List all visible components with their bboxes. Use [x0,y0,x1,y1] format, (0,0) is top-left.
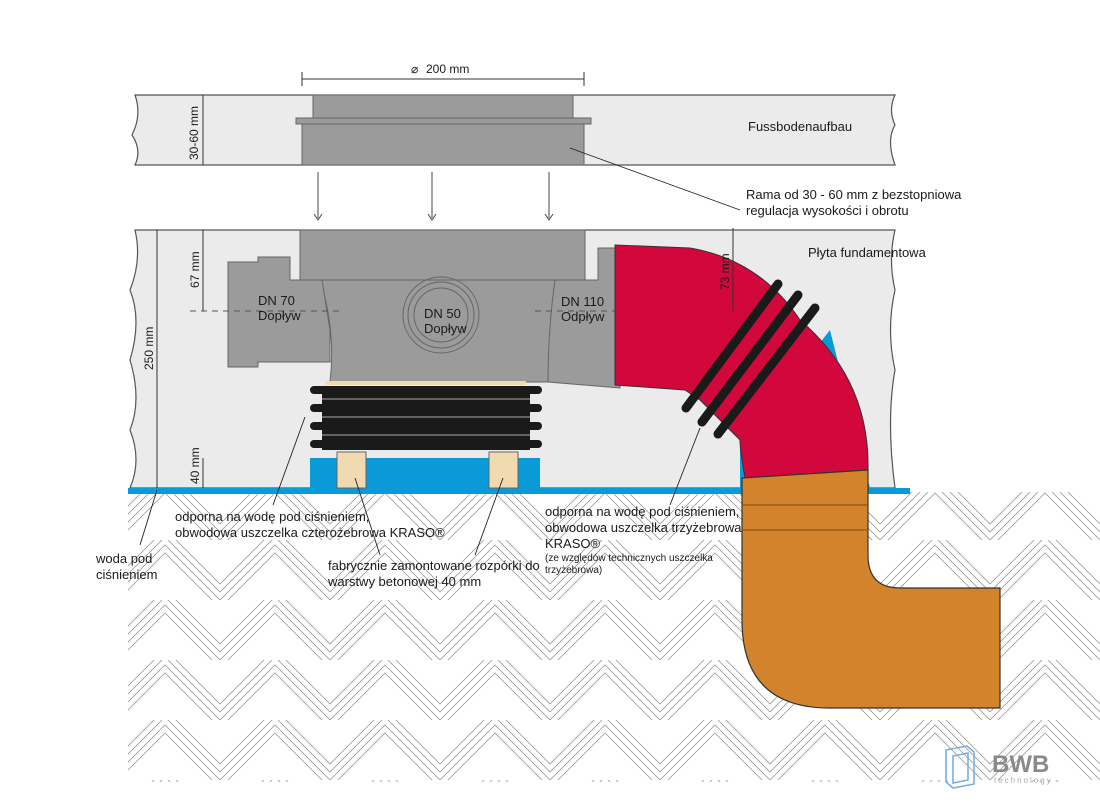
dn50-inlet [402,276,480,354]
water-callout-1: woda pod [95,551,152,566]
dn50-label-2: Dopływ [424,321,467,336]
dn70-inlet [227,256,331,368]
spacers-callout-2: warstwy betonowej 40 mm [327,574,481,589]
dn50-label-1: DN 50 [424,306,461,321]
seal4-callout-2: obwodowa uszczelka czterożebrowa KRASO® [175,525,445,540]
seal-plate [326,381,526,385]
diameter-label: 200 mm [426,62,469,76]
frame-flange [295,117,592,125]
logo-text: BWB [992,751,1049,778]
seal3-callout-2: obwodowa uszczelka trzyżebrowa [545,520,742,535]
seal3-note-1: (ze względów technicznych uszczelka [545,553,713,564]
seal3-note-2: trzyżebrowa) [545,565,602,576]
drain-top [299,229,586,281]
logo-cube-icon [945,745,975,789]
spacer-left [336,451,367,489]
dn70-label-2: Dopływ [258,308,301,323]
four-rib-seal [310,386,542,450]
spacer-height-label: 40 mm [188,447,202,484]
logo-tagline: technology [994,776,1053,785]
three-rib-seal [681,279,820,439]
water-callout-2: ciśnieniem [96,567,157,582]
foundation-label: Płyta fundamentowa [808,245,927,260]
floor-label: Fussbodenaufbau [748,119,852,134]
leader-lines [139,147,741,556]
spacer-right [488,451,519,489]
frame-body [301,123,585,166]
spacers-callout-1: fabrycznie zamontowane rozpórki do [328,558,540,573]
slab-thickness-label: 250 mm [142,327,156,370]
frame-callout-1: Rama od 30 - 60 mm z bezstopniowa [746,187,962,202]
diameter-dimension [301,72,585,86]
seal3-callout-1: odporna na wodę pod ciśnieniem, [545,504,739,519]
red-elbow [614,244,869,479]
diameter-symbol: ⌀ [411,62,418,76]
bwb-logo: BWB technology [945,745,1053,789]
dn110-label-2: Odpływ [561,309,605,324]
elbow-depth-label: 73 mm [718,253,732,290]
insert-arrows [313,172,554,221]
outlet-depth-label: 67 mm [188,251,202,288]
dn110-label-1: DN 110 [561,294,604,309]
seal4-callout-1: odporna na wodę pod ciśnieniem, [175,509,369,524]
seal3-callout-3: KRASO® [545,536,601,551]
frame-callout-2: regulacja wysokości i obrotu [746,203,909,218]
frame-height-label: 30-60 mm [187,106,201,160]
dn70-label-1: DN 70 [258,293,295,308]
